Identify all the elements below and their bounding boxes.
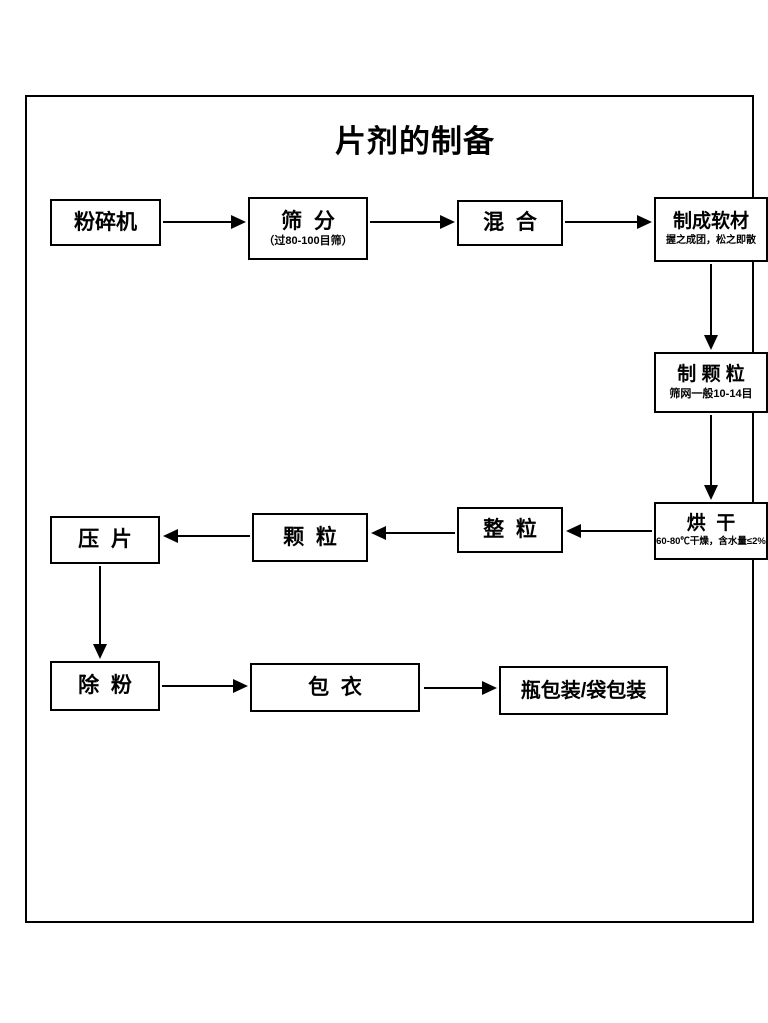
node-mixing-label: 混 合 [483,211,537,235]
node-drying-label: 烘 干 [686,513,736,535]
node-coating-label: 包 衣 [308,675,362,699]
node-granules: 颗 粒 [252,513,368,562]
node-crusher-label: 粉碎机 [74,210,137,234]
node-sizing: 整 粒 [457,507,563,553]
node-granulation: 制 颗 粒 筛网一般10-14目 [654,352,768,413]
node-drying-note: 60-80℃干燥，含水量≤2% [656,535,766,547]
arrow-tableting-to-dedusting [93,566,107,659]
arrow-sieving-to-mixing [370,215,455,229]
diagram-title: 片剂的制备 [335,124,495,159]
node-dedusting-label: 除 粉 [78,674,132,698]
arrow-granules-to-tableting [163,529,250,543]
node-tableting: 压 片 [50,516,160,564]
node-sieving-note: （过80-100目筛） [263,234,353,247]
node-packaging-label: 瓶包装/袋包装 [520,679,647,702]
node-soft-material-label: 制成软材 [672,211,749,233]
node-mixing: 混 合 [457,200,563,246]
arrow-dedusting-to-coating [162,679,248,693]
arrow-granulation-to-drying [704,415,718,500]
node-sizing-label: 整 粒 [483,518,537,542]
node-granules-label: 颗 粒 [283,525,337,549]
node-soft-material: 制成软材 握之成团，松之即散 [654,197,768,262]
node-packaging: 瓶包装/袋包装 [499,666,668,715]
arrow-drying-to-sizing [566,524,652,538]
node-sieving: 筛 分 （过80-100目筛） [248,197,368,260]
arrow-soft-material-to-granulation [704,264,718,350]
node-granulation-label: 制 颗 粒 [677,363,745,385]
arrow-sizing-to-granules [371,526,455,540]
node-drying: 烘 干 60-80℃干燥，含水量≤2% [654,502,768,560]
arrow-crusher-to-sieving [163,215,246,229]
arrow-mixing-to-soft-material [565,215,652,229]
arrow-coating-to-packaging [424,681,497,695]
node-granulation-note: 筛网一般10-14目 [669,387,753,400]
node-crusher: 粉碎机 [50,199,161,246]
node-dedusting: 除 粉 [50,661,160,711]
node-tableting-label: 压 片 [78,528,132,552]
node-coating: 包 衣 [250,663,420,712]
node-soft-material-note: 握之成团，松之即散 [666,235,756,247]
node-sieving-label: 筛 分 [281,209,335,233]
